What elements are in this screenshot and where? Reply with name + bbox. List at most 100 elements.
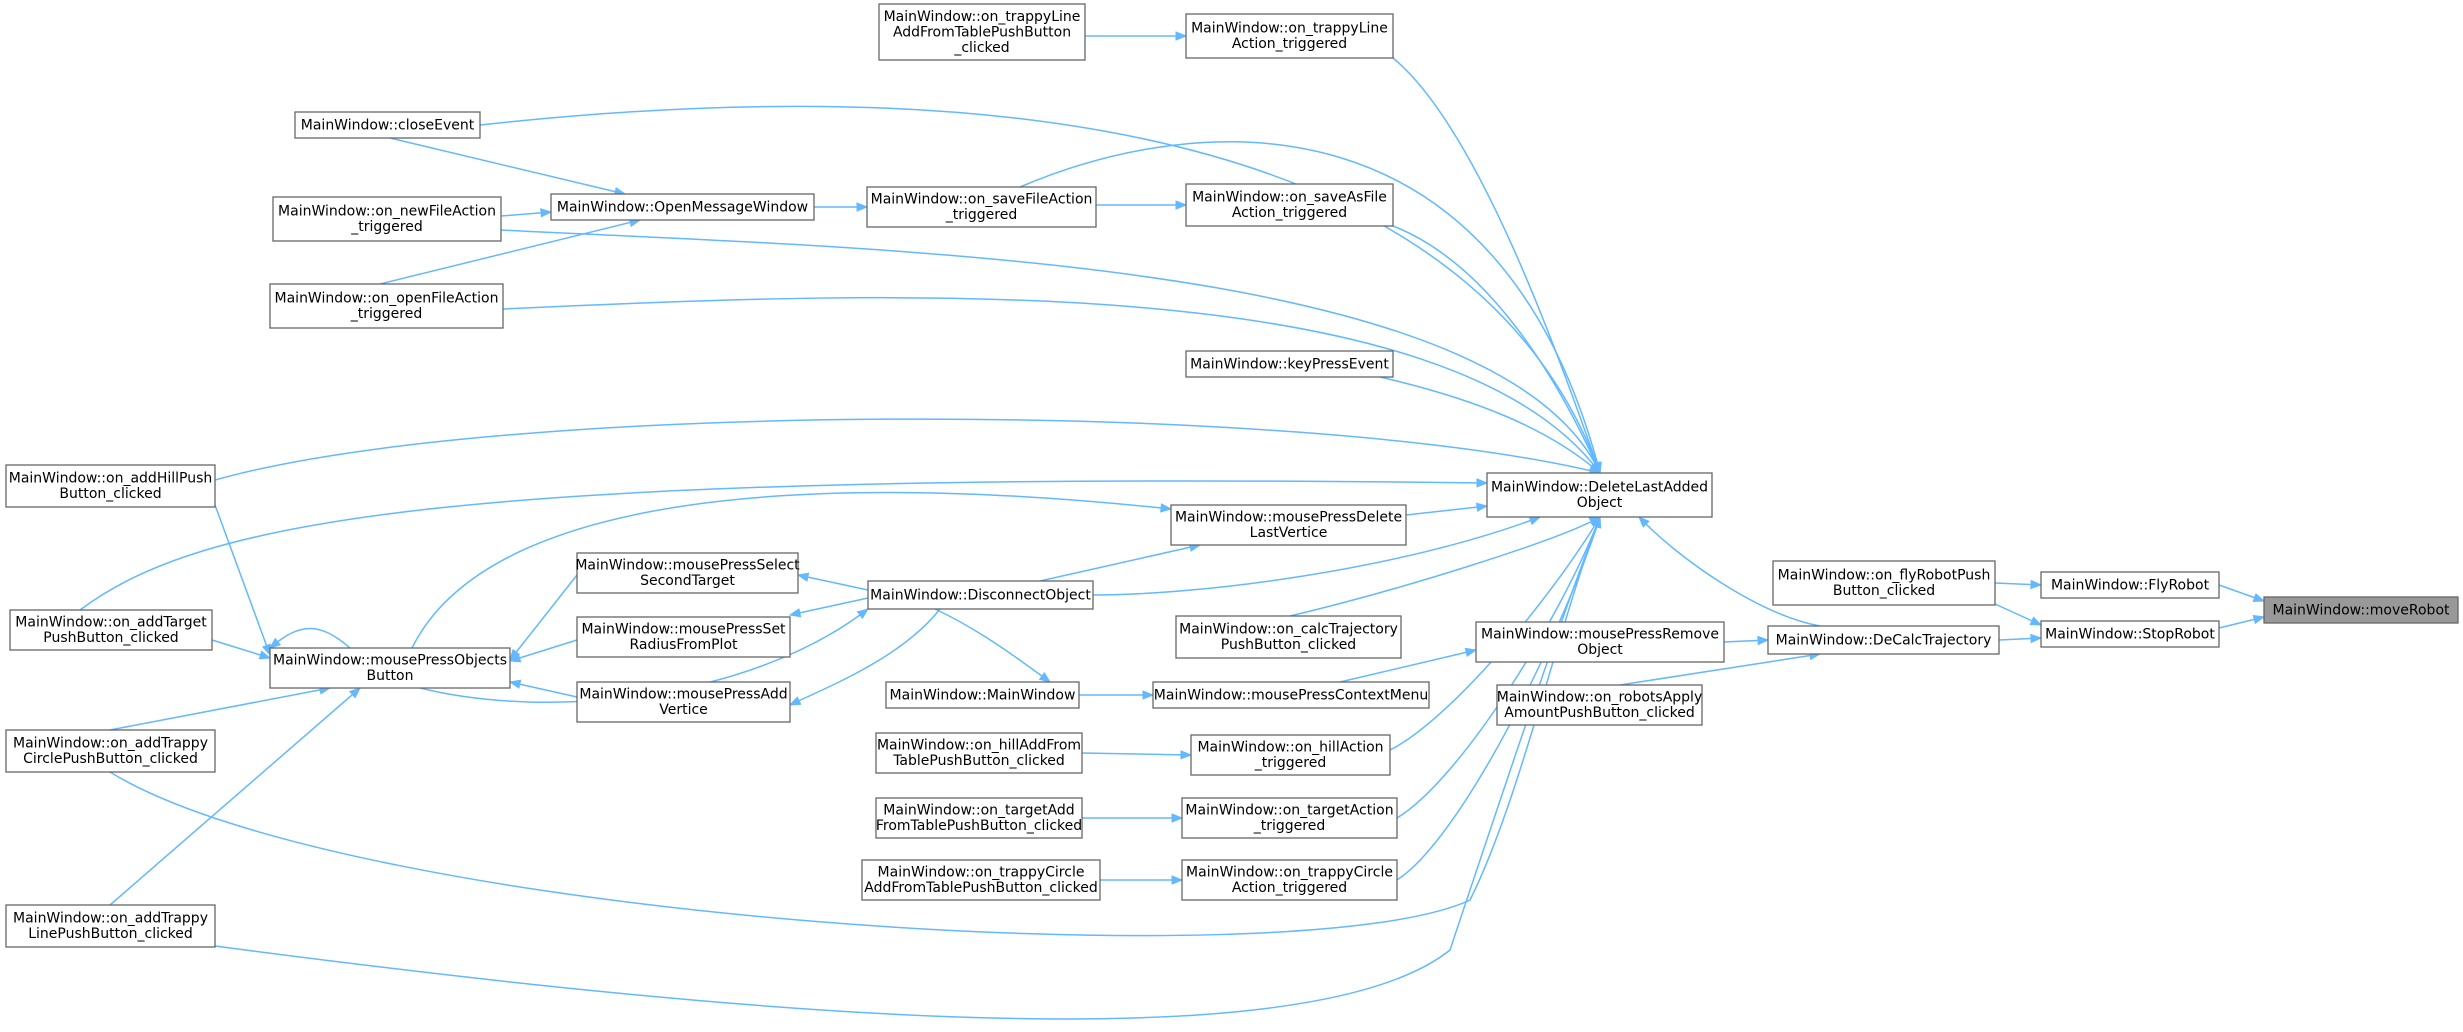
edge-mousePressObjects-to-addHillPush bbox=[214, 504, 271, 657]
node-addTrappyLine[interactable]: MainWindow::on_addTrappyLinePushButton_c… bbox=[5, 904, 216, 948]
edge-OpenMessageWindow-to-saveFileAction bbox=[814, 202, 869, 212]
node-robotsApply[interactable]: MainWindow::on_robotsApplyAmountPushButt… bbox=[1496, 684, 1703, 726]
node-box bbox=[5, 464, 216, 508]
edge-DeleteLastAdded-to-DisconnectObject bbox=[1092, 516, 1542, 596]
node-label: MainWindow::on_calcTrajectory bbox=[1179, 622, 1398, 638]
node-label: MainWindow::on_addHillPush bbox=[9, 471, 213, 487]
arrowhead-icon bbox=[1476, 502, 1489, 512]
node-trappyCircleAction[interactable]: MainWindow::on_trappyCircleAction_trigge… bbox=[1181, 859, 1398, 901]
node-keyPressEvent[interactable]: MainWindow::keyPressEvent bbox=[1185, 350, 1394, 378]
node-label: Object bbox=[1577, 642, 1623, 658]
node-addTargetPush[interactable]: MainWindow::on_addTargetPushButton_click… bbox=[9, 609, 213, 651]
edge-mainWindowCtor-to-mousePressContextMenu bbox=[1079, 690, 1155, 700]
node-box bbox=[269, 647, 511, 689]
node-label: AddFromTablePushButton_clicked bbox=[864, 880, 1097, 896]
node-box bbox=[294, 111, 481, 139]
node-label: MainWindow::on_trappyCircle bbox=[1186, 865, 1393, 881]
node-label: MainWindow::on_saveFileAction bbox=[871, 192, 1093, 208]
edge-line bbox=[1638, 516, 1821, 627]
node-box bbox=[1185, 13, 1394, 59]
node-label: _triggered bbox=[1254, 755, 1326, 771]
node-calcTrajectory[interactable]: MainWindow::on_calcTrajectoryPushButton_… bbox=[1175, 615, 1402, 659]
edge-openFileAction-to-DeleteLastAdded bbox=[502, 296, 1601, 475]
edge-line bbox=[1392, 57, 1601, 474]
node-label: MainWindow::keyPressEvent bbox=[1190, 356, 1389, 372]
node-label: _triggered bbox=[350, 306, 422, 322]
edge-line bbox=[934, 608, 1051, 683]
edge-mousePressSelect-to-mousePressObjects bbox=[509, 574, 578, 662]
node-addTrappyCircle[interactable]: MainWindow::on_addTrappyCirclePushButton… bbox=[5, 729, 216, 773]
node-closeEvent[interactable]: MainWindow::closeEvent bbox=[294, 111, 481, 139]
node-box bbox=[576, 681, 791, 723]
arrowhead-icon bbox=[1171, 875, 1184, 885]
edge-trappyCircleAddFromTable-to-trappyCircleAction bbox=[1100, 875, 1184, 885]
node-box bbox=[5, 729, 216, 773]
node-label: MainWindow::StopRobot bbox=[2045, 626, 2215, 642]
node-label: AmountPushButton_clicked bbox=[1504, 705, 1694, 721]
edge-saveAsFile-to-saveFileAction bbox=[1096, 200, 1188, 210]
node-mainWindowCtor[interactable]: MainWindow::MainWindow bbox=[885, 681, 1080, 709]
node-flyRobotPush[interactable]: MainWindow::on_flyRobotPushButton_clicke… bbox=[1772, 560, 1996, 606]
node-mousePressContextMenu[interactable]: MainWindow::mousePressContextMenu bbox=[1152, 681, 1430, 709]
edge-line bbox=[1289, 516, 1601, 617]
node-label: MainWindow::DeleteLastAdded bbox=[1491, 480, 1708, 496]
arrowhead-icon bbox=[1528, 516, 1542, 526]
node-box bbox=[1185, 350, 1394, 378]
node-box bbox=[878, 3, 1086, 61]
node-hillAddFromTable[interactable]: MainWindow::on_hillAddFromTablePushButto… bbox=[875, 732, 1083, 774]
node-label: PushButton_clicked bbox=[1221, 637, 1356, 653]
node-targetAddFromTable[interactable]: MainWindow::on_targetAddFromTablePushBut… bbox=[875, 797, 1083, 839]
node-label: MainWindow::on_targetAction bbox=[1185, 803, 1393, 819]
node-saveAsFile[interactable]: MainWindow::on_saveAsFileAction_triggere… bbox=[1185, 183, 1394, 227]
node-label: Button bbox=[367, 668, 414, 684]
arrowhead-icon bbox=[1591, 515, 1601, 529]
arrowhead-icon bbox=[788, 608, 802, 618]
arrowhead-icon bbox=[856, 608, 870, 620]
node-moveRobot[interactable]: MainWindow::moveRobot bbox=[2263, 596, 2459, 624]
node-trappyLineAddFromTable[interactable]: MainWindow::on_trappyLineAddFromTablePus… bbox=[878, 3, 1086, 61]
edge-addHillPush-to-DeleteLastAdded bbox=[214, 418, 1602, 481]
node-label: MainWindow::on_hillAction bbox=[1197, 740, 1383, 756]
node-label: MainWindow::on_openFileAction bbox=[275, 291, 499, 307]
node-label: MainWindow::mousePressRemove bbox=[1481, 627, 1719, 643]
node-FlyRobot[interactable]: MainWindow::FlyRobot bbox=[2040, 571, 2220, 599]
node-DisconnectObject[interactable]: MainWindow::DisconnectObject bbox=[867, 580, 1094, 610]
arrowhead-icon bbox=[2252, 614, 2266, 625]
node-StopRobot[interactable]: MainWindow::StopRobot bbox=[2040, 620, 2220, 648]
node-openFileAction[interactable]: MainWindow::on_openFileAction_triggered bbox=[269, 283, 504, 329]
node-DeCalcTrajectory[interactable]: MainWindow::DeCalcTrajectory bbox=[1767, 625, 2000, 655]
node-label: MainWindow::on_targetAdd bbox=[883, 803, 1074, 819]
edge-line bbox=[789, 608, 941, 706]
node-box bbox=[1181, 859, 1398, 901]
node-label: MainWindow::on_hillAddFrom bbox=[877, 738, 1081, 754]
node-trappyCircleAddFromTable[interactable]: MainWindow::on_trappyCircleAddFromTableP… bbox=[861, 859, 1101, 901]
node-newFileAction[interactable]: MainWindow::on_newFileAction_triggered bbox=[272, 196, 502, 242]
edge-line bbox=[1039, 544, 1201, 582]
node-hillAction[interactable]: MainWindow::on_hillAction_triggered bbox=[1190, 734, 1391, 776]
node-box bbox=[269, 283, 504, 329]
arrowhead-icon bbox=[348, 687, 362, 699]
node-label: Action_triggered bbox=[1232, 880, 1347, 896]
arrowhead-icon bbox=[508, 653, 522, 663]
node-trappyLineAction[interactable]: MainWindow::on_trappyLineAction_triggere… bbox=[1185, 13, 1394, 59]
node-box bbox=[885, 681, 1080, 709]
edge-trappyLineAddFromTable-to-trappyLineAction bbox=[1085, 31, 1188, 41]
edge-line bbox=[500, 229, 1601, 474]
node-label: MainWindow::on_addTrappy bbox=[13, 911, 208, 927]
node-label: MainWindow::mousePressObjects bbox=[273, 653, 507, 669]
edge-line bbox=[509, 681, 578, 698]
node-targetAction[interactable]: MainWindow::on_targetAction_triggered bbox=[1181, 797, 1398, 839]
edge-targetAction-to-DeleteLastAdded bbox=[1396, 515, 1601, 819]
node-OpenMessageWindow[interactable]: MainWindow::OpenMessageWindow bbox=[550, 193, 815, 221]
node-label: MainWindow::on_newFileAction bbox=[278, 204, 496, 220]
edge-hillAddFromTable-to-hillAction bbox=[1081, 750, 1193, 760]
node-saveFileAction[interactable]: MainWindow::on_saveFileAction_triggered bbox=[866, 186, 1097, 228]
